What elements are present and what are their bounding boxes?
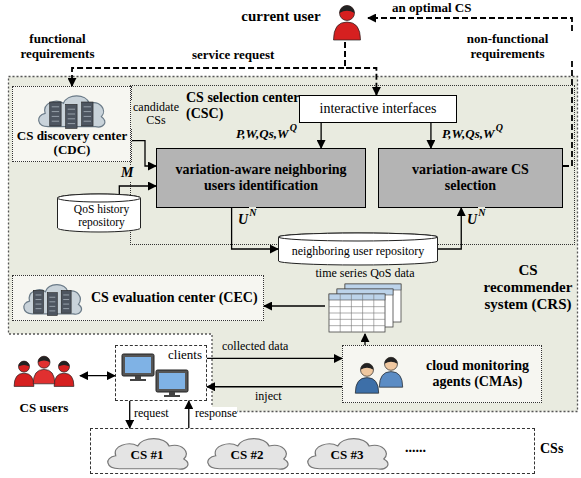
diagram-label: U: [467, 212, 477, 228]
text-wrap: current user: [233, 8, 329, 25]
node-box-14: CSsCS #1CS #2CS #3: [90, 428, 535, 474]
node-text: cloud monitoring agents (CMAs): [418, 358, 537, 389]
diagram-label: service request: [192, 48, 274, 63]
connector-arrow: [264, 305, 325, 306]
node-box-4: interactive interfaces: [299, 95, 457, 123]
node-text: CS evaluation center (CEC): [91, 290, 258, 306]
diagram-label: U: [238, 212, 248, 228]
node-text: variation-aware neighboring users identi…: [163, 162, 359, 193]
text-wrap: interactive interfaces: [320, 101, 437, 117]
diagram-label: Q: [496, 122, 503, 133]
edge-label: an optimal CS: [392, 1, 471, 16]
connector-arrow: [364, 334, 365, 345]
node-box-6: variation-aware CS selection: [378, 148, 563, 208]
connector-arrow: [320, 123, 321, 148]
node-text: CSs: [540, 441, 563, 457]
diagram-label: Q: [290, 122, 297, 133]
node-box-16: CS #2: [201, 433, 293, 472]
node-graphic: [325, 284, 405, 334]
edge-label: candidate CSs: [131, 101, 181, 128]
text-wrap: CS recommender system (CRS): [482, 262, 574, 312]
connector-arrow: [129, 401, 130, 428]
node-box-15: CS #1: [101, 433, 193, 472]
text-wrap: CS #2: [231, 448, 264, 463]
text-wrap: CS #3: [331, 448, 364, 463]
connector-arrow: [207, 386, 342, 387]
node-text: clients: [168, 348, 202, 363]
text-wrap: CS users: [8, 401, 80, 416]
edge-label: M: [121, 165, 133, 181]
node-text: time series QoS data: [280, 267, 450, 280]
node-box-2: CS discovery center (CDC): [12, 86, 132, 162]
node-box-17: CS #3: [301, 433, 393, 472]
node-box-8: neighboring user repository: [278, 233, 438, 265]
node-box-12: CS users: [8, 352, 80, 416]
connector-arrow: [80, 375, 115, 376]
text-wrap: CS #1: [131, 448, 164, 463]
edge-label: inject: [255, 390, 282, 403]
edge-label: response: [195, 407, 237, 420]
text-wrap: variation-aware CS selection: [379, 162, 562, 193]
text-wrap: QoS history repository: [57, 203, 146, 229]
diagram-label: non-functional requirements: [440, 32, 575, 61]
edge-label: request: [134, 407, 169, 420]
node-text: QoS history repository: [57, 203, 146, 229]
node-text: CS recommender system (CRS): [482, 262, 574, 312]
connector-arrow: [207, 358, 342, 359]
node-text: CS #3: [331, 448, 364, 463]
text-wrap: CS selection center (CSC): [186, 90, 301, 121]
text-wrap: clients: [168, 348, 202, 363]
node-text: CS users: [8, 401, 80, 416]
node-box-10: time series QoS data: [325, 284, 405, 334]
diagram-label: ......: [405, 440, 426, 456]
edge-label: collected data: [222, 340, 288, 353]
node-box-5: variation-aware neighboring users identi…: [156, 148, 366, 208]
text-wrap: CSs: [540, 441, 563, 457]
diagram-label: P,W,Qs,W: [236, 127, 289, 142]
text-wrap: variation-aware neighboring users identi…: [157, 162, 365, 193]
node-box-9: CS evaluation center (CEC): [12, 275, 264, 321]
text-wrap: time series QoS data: [280, 267, 450, 280]
node-text: CS #2: [231, 448, 264, 463]
node-box-13: clients: [115, 345, 207, 401]
diagram-label: P,W,Qs,W: [442, 127, 495, 142]
node-box-11: cloud monitoring agents (CMAs): [342, 345, 542, 403]
node-box-7: QoS history repository: [57, 194, 146, 232]
node-box-0: current user: [233, 2, 368, 42]
node-text: interactive interfaces: [320, 101, 437, 117]
text-wrap: CS evaluation center (CEC): [91, 276, 258, 320]
text-wrap: neighboring user repository: [292, 245, 425, 258]
node-text: neighboring user repository: [292, 245, 425, 258]
text-wrap: cloud monitoring agents (CMAs): [418, 346, 537, 402]
diagram-label: functional requirements: [10, 32, 105, 61]
text-wrap: CS discovery center (CDC): [13, 129, 131, 158]
node-box-3: CS selection center (CSC) interactive int…: [130, 85, 575, 245]
node-text: current user: [233, 8, 329, 25]
connector-arrow: [188, 401, 189, 428]
node-text: CS #1: [131, 448, 164, 463]
diagram-label: N: [249, 207, 256, 218]
node-text: CS selection center (CSC): [186, 90, 301, 121]
node-text: variation-aware CS selection: [385, 162, 556, 193]
node-text: CS discovery center (CDC): [13, 129, 131, 158]
connector-arrow: [430, 123, 431, 148]
diagram-label: N: [478, 207, 485, 218]
